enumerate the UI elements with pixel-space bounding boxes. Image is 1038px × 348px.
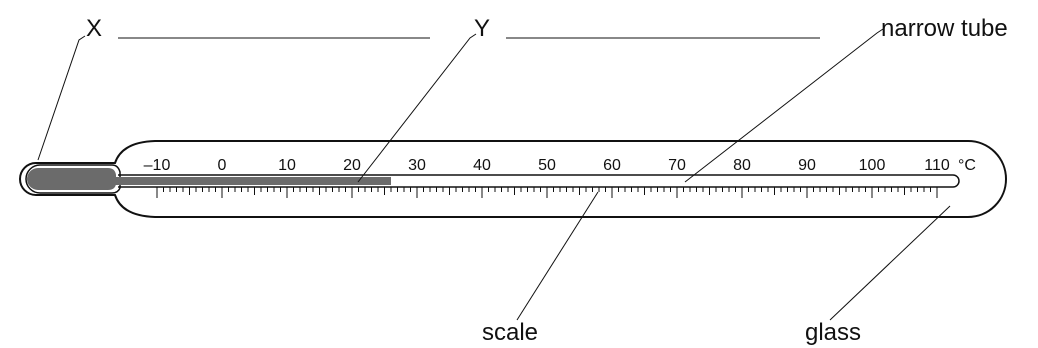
scale-tick-label: 20: [343, 157, 361, 174]
scale-tick-label: 10: [278, 157, 296, 174]
scale-tick-label: 80: [733, 157, 751, 174]
scale-tick-label: 60: [603, 157, 621, 174]
leader-line-y: [357, 33, 477, 183]
narrow-tube-outline: [118, 174, 960, 188]
label-scale: scale: [482, 319, 538, 346]
scale-tick-label: 50: [538, 157, 556, 174]
leader-lines: [37, 28, 951, 321]
glass-outer-outline: [19, 140, 1007, 218]
label-x: X: [86, 15, 102, 42]
leader-line-glass: [829, 205, 951, 321]
scale-tick-label: 90: [798, 157, 816, 174]
scale-tick-label: 100: [859, 157, 886, 174]
label-y: Y: [474, 15, 490, 42]
label-glass: glass: [805, 319, 861, 346]
liquid: [27, 168, 391, 190]
scale-tick-label: 70: [668, 157, 686, 174]
scale-unit-label: °C: [958, 157, 976, 174]
narrow-tube: [118, 174, 960, 188]
glass-bulb-inner-outline: [25, 164, 121, 194]
scale-tick-label: 0: [218, 157, 227, 174]
scale-tick-label: 110: [924, 157, 950, 174]
tube-liquid: [114, 177, 391, 185]
leader-line-x: [37, 35, 86, 161]
thermometer-glass-body: [19, 140, 1007, 218]
scale-tick-label: 40: [473, 157, 491, 174]
scale-ticks: [156, 187, 938, 198]
label-narrow-tube: narrow tube: [881, 15, 1008, 42]
bulb-liquid: [27, 168, 116, 190]
leader-line-narrow-tube: [684, 28, 884, 183]
scale-tick-label: –10: [144, 157, 171, 174]
scale-tick-label: 30: [408, 157, 426, 174]
leader-line-scale: [516, 191, 599, 321]
scale-numbers: –10 0 10 20 30 40 50 60 70 80 90 100 110: [144, 157, 950, 174]
